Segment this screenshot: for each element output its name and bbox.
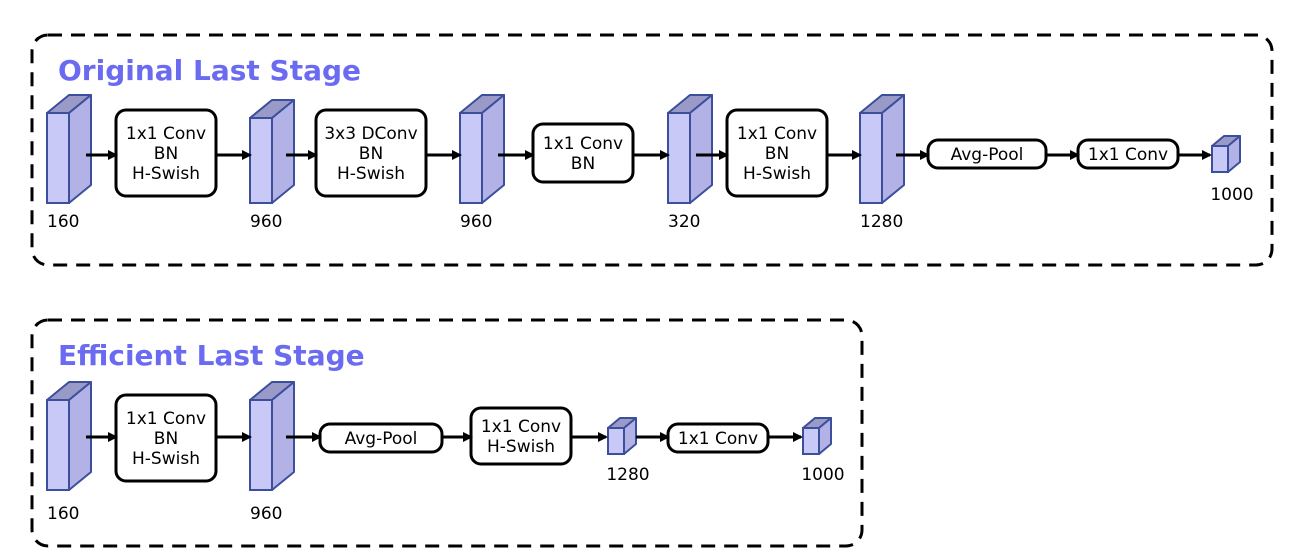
block-label-line: BN [765,144,789,164]
tensor-front-face [46,399,70,491]
original-tensor-1: 160 [46,94,92,232]
tensor-channel-label: 960 [460,212,492,232]
block-label-line: 3x3 DConv [324,124,417,144]
tensor-front-face [667,112,691,204]
tensor-side-face [68,94,92,204]
block-label-line: H-Swish [337,164,405,184]
block-label-line: BN [359,144,383,164]
block-label-line: H-Swish [132,449,200,469]
tensor-channel-label: 1280 [860,212,903,232]
tensor-channel-label: 960 [250,212,282,232]
tensor-channel-label: 160 [47,504,79,524]
block-label-line: 1x1 Conv [126,124,206,144]
original-tensor-6: 1000 [1210,135,1254,205]
original-block-6: 1x1 Conv [1076,138,1180,170]
block-label-line: Avg-Pool [345,429,418,449]
efficient-block-2: Avg-Pool [318,422,444,454]
block-label-line: 1x1 Conv [1088,145,1168,165]
original-tensor-2: 960 [249,99,295,232]
efficient-stage-panel [30,318,864,548]
tensor-side-face [881,94,905,204]
block-label-line: 1x1 Conv [678,429,758,449]
block-label-line: H-Swish [487,437,555,457]
efficient-tensor-3: 1280 [606,417,650,485]
efficient-stage-title: Efficient Last Stage [58,339,365,372]
tensor-channel-label: 1000 [1210,185,1253,205]
block-label-line: BN [571,154,595,174]
tensor-front-face [802,427,820,455]
original-tensor-3: 960 [459,94,505,232]
efficient-tensor-1: 160 [46,381,92,524]
tensor-front-face [607,427,625,455]
block-label-line: H-Swish [132,164,200,184]
tensor-channel-label: 1000 [801,465,844,485]
block-label-line: Avg-Pool [951,145,1024,165]
tensor-channel-label: 960 [250,504,282,524]
tensor-channel-label: 320 [668,212,700,232]
tensor-channel-label: 1280 [606,465,649,485]
efficient-tensor-4: 1000 [801,417,845,485]
efficient-tensor-2: 960 [249,381,295,524]
tensor-channel-label: 160 [47,212,79,232]
original-tensor-4: 320 [667,94,713,232]
block-label-line: BN [154,144,178,164]
tensor-front-face [1211,145,1229,173]
tensor-front-face [249,117,273,204]
tensor-front-face [859,112,883,204]
original-block-5: Avg-Pool [926,138,1048,170]
tensor-front-face [249,399,273,491]
tensor-front-face [46,112,70,204]
block-label-line: H-Swish [743,164,811,184]
original-stage-panel [30,33,1274,267]
tensor-front-face [459,112,483,204]
efficient-block-4: 1x1 Conv [666,422,770,454]
original-stage-title: Original Last Stage [58,54,361,87]
tensor-side-face [271,99,295,204]
tensor-side-face [481,94,505,204]
block-label-line: 1x1 Conv [543,134,623,154]
block-label-line: 1x1 Conv [126,409,206,429]
original-tensor-5: 1280 [859,94,905,232]
block-label-line: 1x1 Conv [737,124,817,144]
block-label-line: 1x1 Conv [481,417,561,437]
block-label-line: BN [154,429,178,449]
tensor-side-face [689,94,713,204]
